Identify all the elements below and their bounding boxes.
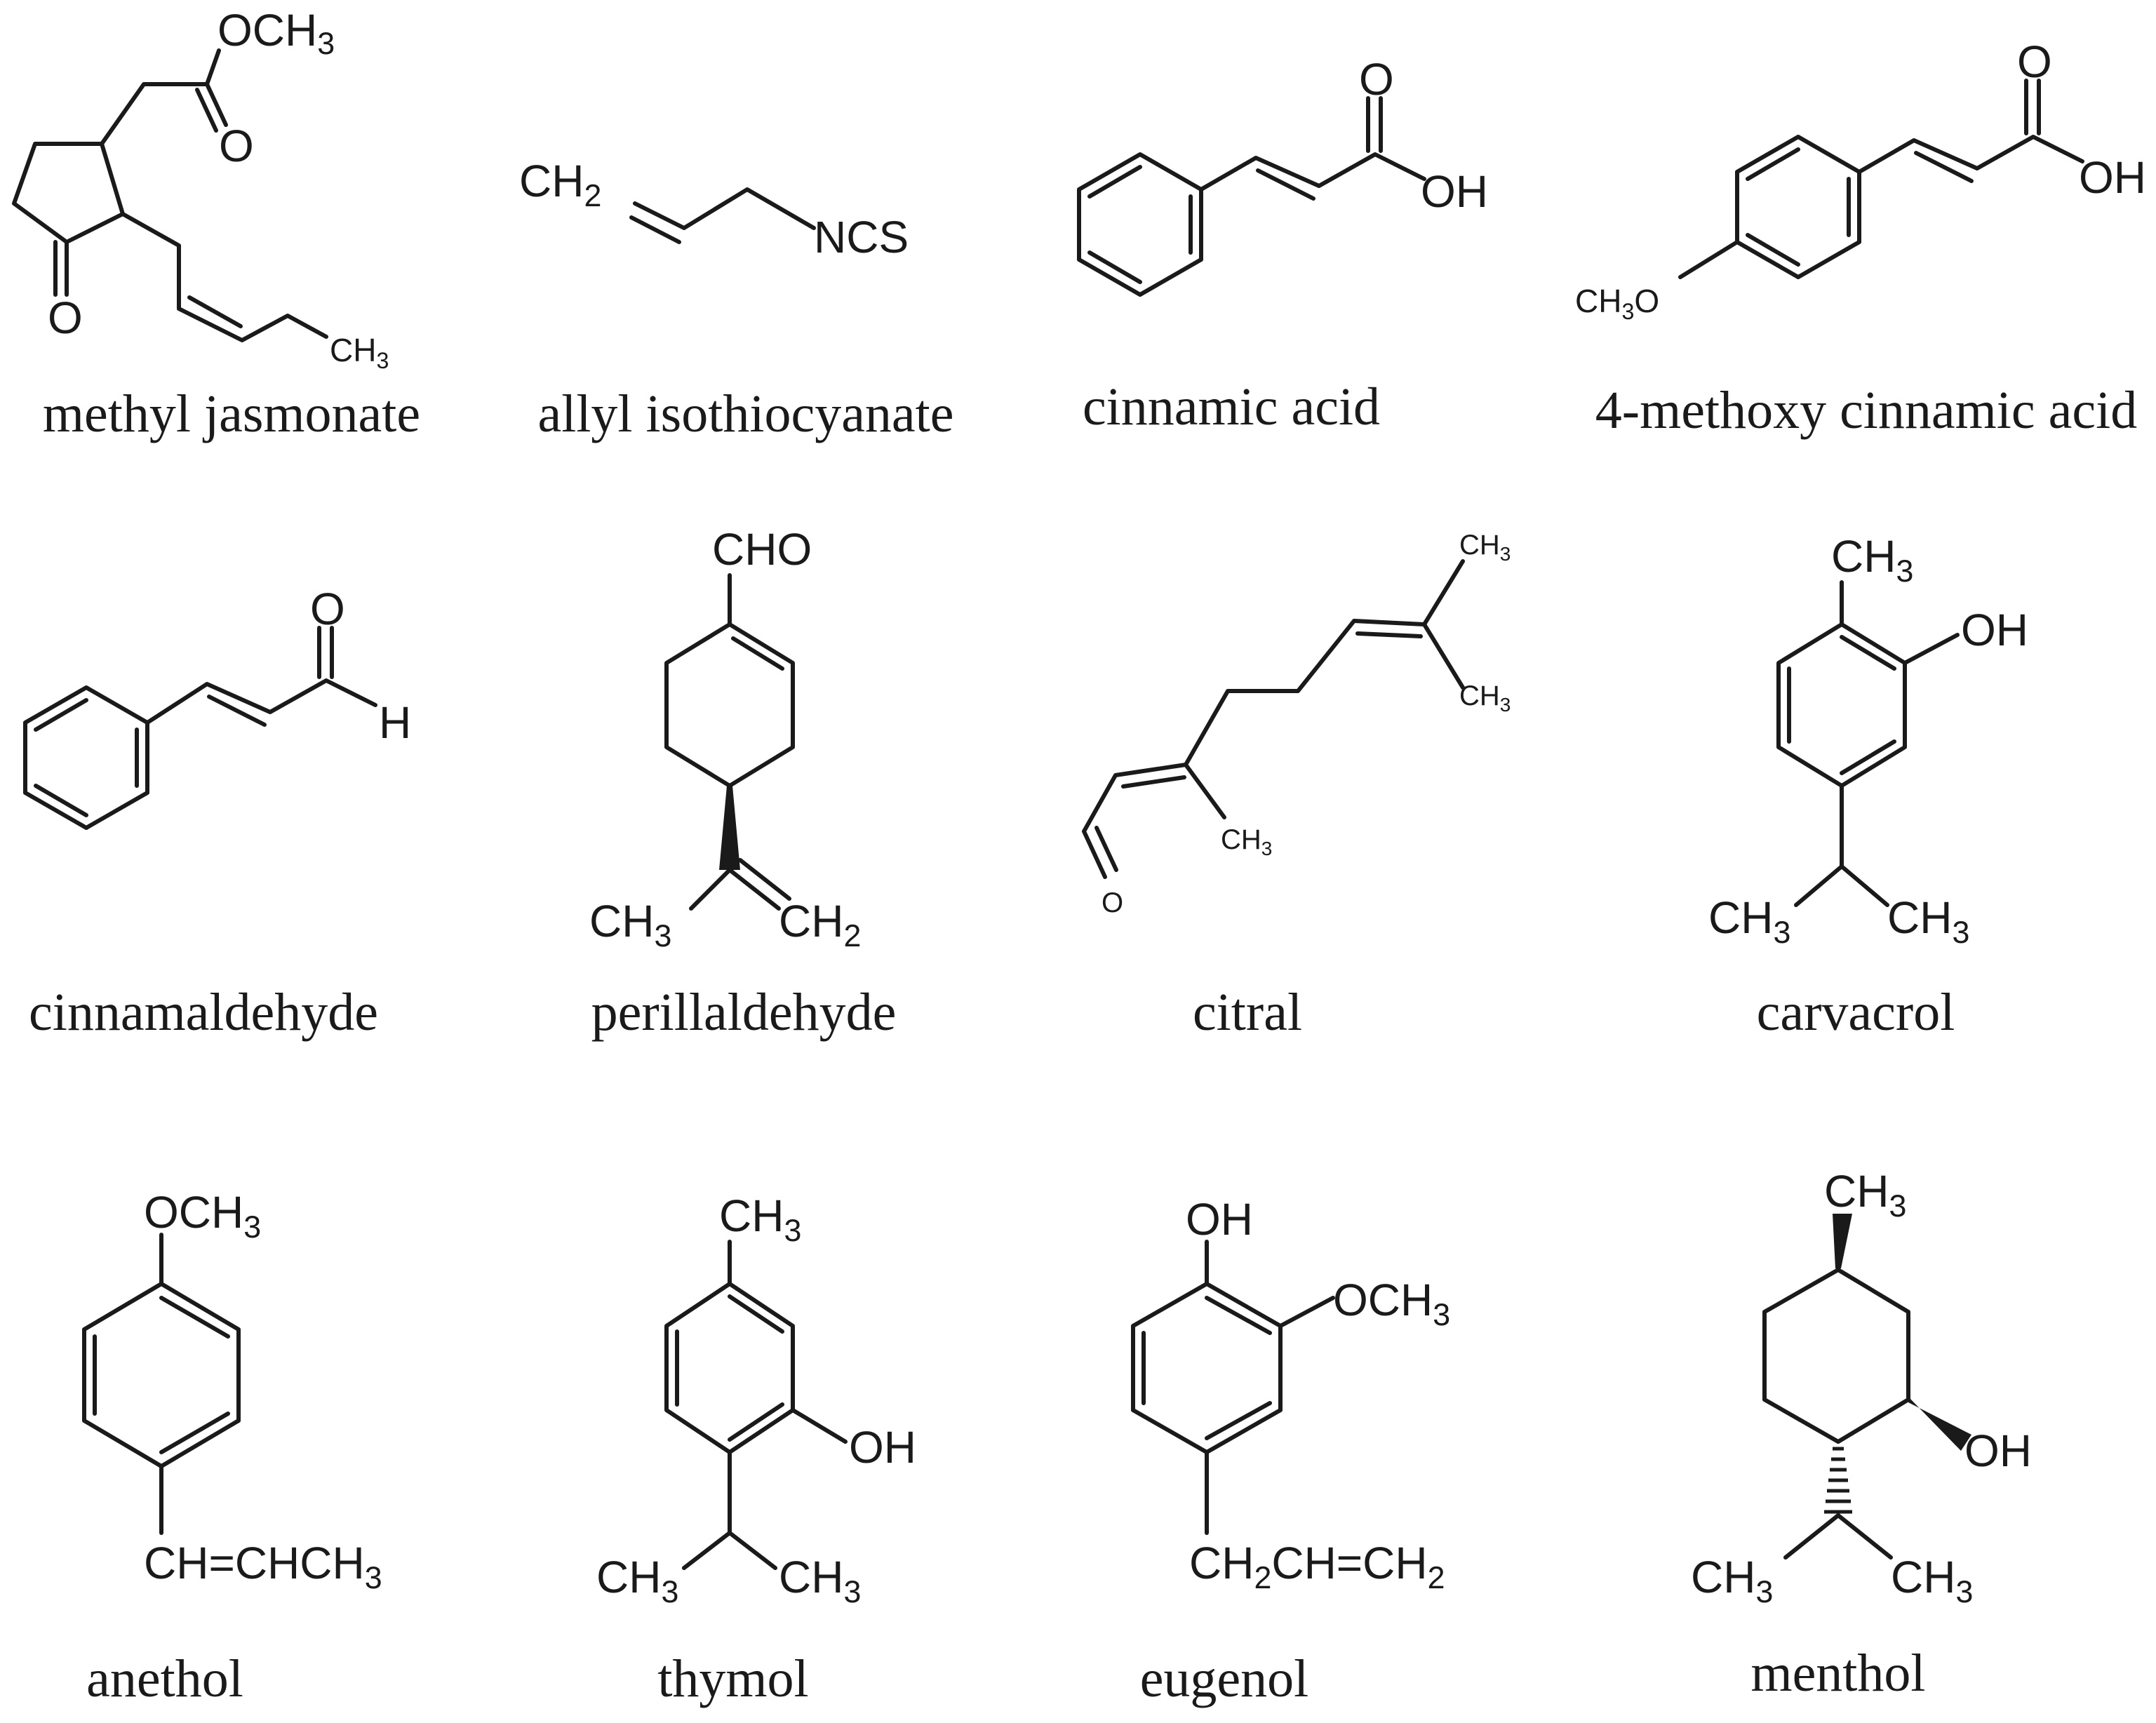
perillaldehyde-stereo-wedge [719, 786, 740, 870]
allyl-isothiocyanate-ch2-label: CH2 [519, 156, 601, 213]
perillaldehyde-ch3-label: CH3 [589, 896, 671, 953]
citral-ch3-top-label: CH3 [1459, 530, 1511, 565]
citral-oxygen-label: O [1102, 887, 1123, 918]
cinnamic-acid-structure [1077, 96, 1426, 297]
menthol-structure [1762, 1268, 1910, 1560]
compound-citral: CH3 CH3 CH3 O citral [1082, 530, 1511, 1042]
cinnamaldehyde-structure [23, 626, 377, 830]
carvacrol-oh-label: OH [1961, 605, 2028, 655]
compound-cinnamic-acid: O OH cinnamic acid [1077, 54, 1488, 436]
compound-anethol: OCH3 CH=CHCH3 anethol [82, 1187, 382, 1708]
compound-perillaldehyde: CHO CH3 CH2 perillaldehyde [589, 524, 896, 1042]
compound-menthol: CH3 OH CH3 CH3 menthol [1691, 1166, 2032, 1703]
4-methoxy-cinnamic-acid-oh-label: OH [2079, 152, 2146, 203]
compound-eugenol: OH OCH3 CH2CH=CH2 eugenol [1131, 1194, 1450, 1708]
methyl-jasmonate-structure [12, 48, 328, 342]
eugenol-oh-label: OH [1186, 1194, 1253, 1245]
compound-cinnamaldehyde: O H cinnamaldehyde [23, 584, 411, 1042]
thymol-ch3-top-label: CH3 [719, 1191, 801, 1248]
thymol-ch3-right-label: CH3 [779, 1552, 861, 1609]
carvacrol-ch3-right-label: CH3 [1887, 892, 1969, 950]
eugenol-name: eugenol [1140, 1649, 1309, 1708]
citral-ch3-mid-label: CH3 [1459, 681, 1511, 716]
4-methoxy-cinnamic-acid-methoxy-label: CH3O [1575, 283, 1659, 324]
citral-name: citral [1193, 983, 1302, 1042]
eugenol-och3-label: OCH3 [1333, 1275, 1450, 1332]
menthol-name: menthol [1750, 1644, 1925, 1703]
eugenol-chain-label: CH2CH=CH2 [1189, 1538, 1445, 1595]
anethol-name: anethol [86, 1649, 243, 1708]
compound-carvacrol: CH3 OH CH3 CH3 carvacrol [1708, 531, 2028, 1042]
anethol-structure [82, 1233, 241, 1535]
menthol-oh-label: OH [1964, 1426, 2032, 1476]
methyl-jasmonate-name: methyl jasmonate [43, 384, 420, 443]
methyl-jasmonate-ketone-oxygen: O [48, 293, 83, 343]
carvacrol-ch3-left-label: CH3 [1708, 892, 1790, 950]
allyl-isothiocyanate-name: allyl isothiocyanate [537, 384, 953, 443]
methyl-jasmonate-ester-label: OCH3 [217, 5, 335, 61]
cinnamaldehyde-h-label: H [379, 697, 411, 748]
citral-ch3-low-label: CH3 [1221, 824, 1272, 859]
cinnamaldehyde-name: cinnamaldehyde [29, 983, 378, 1042]
allyl-isothiocyanate-ncs-label: NCS [814, 212, 909, 262]
menthol-hash-bond [1824, 1447, 1852, 1514]
thymol-name: thymol [657, 1649, 808, 1708]
carvacrol-name: carvacrol [1757, 983, 1955, 1042]
methyl-jasmonate-methyl-label: CH3 [330, 332, 389, 373]
cinnamaldehyde-carbonyl-oxygen: O [310, 584, 345, 634]
compound-4-methoxy-cinnamic-acid: O OH CH3O 4-methoxy cinnamic acid [1575, 36, 2146, 440]
menthol-hydroxyl-wedge [1908, 1397, 1971, 1451]
cinnamic-acid-oh-label: OH [1421, 166, 1488, 217]
eugenol-structure [1131, 1240, 1335, 1535]
compound-methyl-jasmonate: OCH3 O O CH3 methyl jasmonate [12, 5, 420, 443]
perillaldehyde-ch2-label: CH2 [779, 896, 861, 953]
allyl-isothiocyanate-structure [629, 187, 816, 244]
perillaldehyde-cho-label: CHO [712, 524, 812, 575]
citral-structure [1082, 559, 1465, 879]
perillaldehyde-name: perillaldehyde [591, 983, 897, 1042]
carvacrol-structure [1776, 580, 1960, 907]
compound-allyl-isothiocyanate: CH2 NCS allyl isothiocyanate [519, 156, 954, 443]
menthol-ch3-right-label: CH3 [1891, 1552, 1973, 1609]
menthol-ch3-top-label: CH3 [1824, 1166, 1906, 1223]
anethol-och3-label: OCH3 [144, 1187, 261, 1245]
thymol-ch3-left-label: CH3 [596, 1552, 678, 1609]
carvacrol-ch3-top-label: CH3 [1831, 531, 1913, 589]
thymol-oh-label: OH [849, 1422, 916, 1473]
4-methoxy-cinnamic-acid-carbonyl-oxygen: O [2017, 36, 2052, 87]
cinnamic-acid-name: cinnamic acid [1083, 377, 1380, 436]
methyl-jasmonate-carbonyl-oxygen: O [219, 121, 254, 171]
thymol-structure [664, 1240, 848, 1570]
cinnamic-acid-carbonyl-oxygen: O [1359, 54, 1394, 105]
4-methoxy-cinnamic-acid-structure [1678, 79, 2084, 279]
4-methoxy-cinnamic-acid-name: 4-methoxy cinnamic acid [1595, 381, 2137, 440]
compound-thymol: CH3 OH CH3 CH3 thymol [596, 1191, 916, 1708]
menthol-methyl-wedge [1833, 1214, 1852, 1268]
menthol-ch3-left-label: CH3 [1691, 1552, 1773, 1609]
anethol-chain-label: CH=CHCH3 [144, 1538, 382, 1595]
